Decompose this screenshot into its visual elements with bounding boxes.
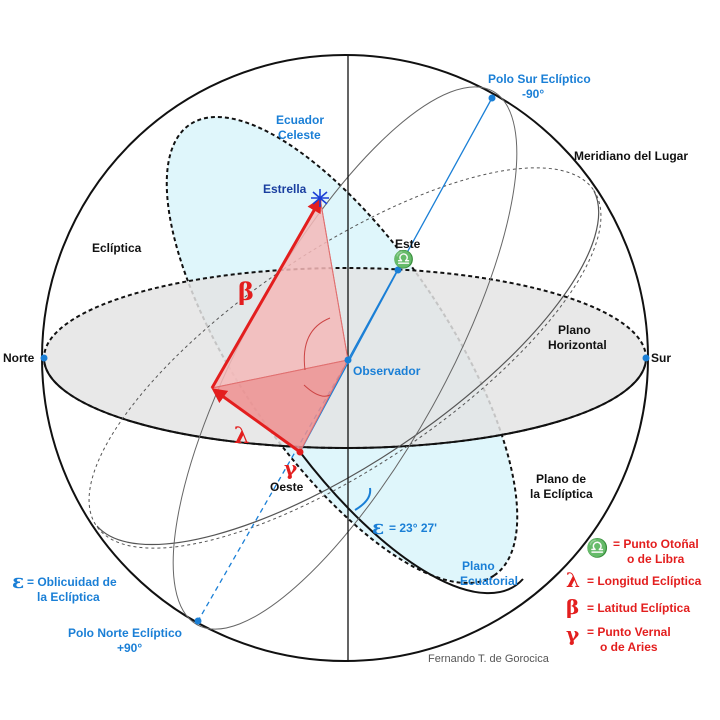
plano-ecliptica-1: Plano de: [536, 472, 586, 486]
legend-beta-symbol: β: [566, 595, 579, 619]
sur-label: Sur: [651, 351, 671, 365]
observer-point: [344, 356, 352, 364]
oeste-label: Oeste: [270, 480, 304, 494]
legend-libra-1: = Punto Otoñal: [613, 537, 699, 551]
ecliptic-front-edge: [96, 190, 600, 546]
epsilon-arc: [354, 487, 372, 511]
meridiano-label: Meridiano del Lugar: [574, 149, 688, 163]
legend-gamma-2: o de Aries: [600, 640, 658, 654]
lambda-arrow: [211, 388, 301, 454]
legend-gamma-symbol: γ: [566, 622, 580, 646]
polo-norte-degrees: +90°: [117, 641, 142, 655]
horizon-front-edge: [43, 357, 647, 449]
ecliptic-pole-axis-upper: [347, 97, 493, 361]
polo-sur-label: Polo Sur Eclíptico: [488, 72, 591, 86]
ecuador-label-1: Ecuador: [276, 113, 324, 127]
norte-point: [40, 354, 48, 362]
beta-symbol: β: [238, 277, 254, 306]
polo-norte-point: [194, 617, 202, 625]
author-credit: Fernando T. de Gorocica: [428, 653, 550, 665]
angle-arc-inner: [303, 317, 331, 371]
beta-arrow: [210, 197, 322, 389]
oblicuidad-label-2: la Eclíptica: [37, 590, 100, 604]
legend-libra-symbol: ♎: [586, 537, 608, 559]
estrella-label: Estrella: [263, 182, 307, 196]
oblicuidad-label-1: = Oblicuidad de: [27, 575, 117, 589]
ecliptica-label: Eclíptica: [92, 241, 142, 255]
plano-ecuatorial-1: Plano: [462, 559, 495, 573]
legend-lambda-symbol: λ: [566, 568, 580, 592]
este-label: Este: [395, 237, 421, 251]
norte-label: Norte: [3, 351, 35, 365]
angle-arc-lower: [303, 384, 331, 397]
legend-libra-2: o de Libra: [627, 552, 685, 566]
oeste-point: [296, 448, 304, 456]
lambda-symbol: λ: [234, 423, 249, 449]
oblicuidad-epsilon: ε: [12, 569, 24, 593]
legend-gamma-1: = Punto Vernal: [587, 625, 671, 639]
star-icon: [311, 189, 329, 207]
plano-horizontal-1: Plano: [558, 323, 591, 337]
ecuador-label-2: Celeste: [278, 128, 321, 142]
este-point: [394, 266, 402, 274]
legend-beta-text: = Latitud Eclíptica: [587, 601, 690, 615]
plano-ecliptica-2: la Eclíptica: [530, 487, 593, 501]
polo-norte-label: Polo Norte Eclíptico: [68, 626, 182, 640]
libra-symbol: ♎: [393, 249, 414, 270]
epsilon-value: = 23° 27': [389, 521, 437, 535]
observer-star-line: [319, 197, 349, 361]
plano-horizontal-2: Horizontal: [548, 338, 607, 352]
sur-point: [642, 354, 650, 362]
gamma-symbol: γ: [284, 456, 298, 480]
legend-lambda-text: = Longitud Eclíptica: [587, 574, 702, 588]
equator-front-edge: [299, 451, 524, 595]
plano-ecuatorial-2: Ecuatorial: [460, 574, 518, 588]
polo-sur-point: [488, 94, 496, 102]
epsilon-symbol: ε: [372, 515, 384, 539]
observador-label: Observador: [353, 364, 421, 378]
polo-sur-degrees: -90°: [522, 87, 544, 101]
